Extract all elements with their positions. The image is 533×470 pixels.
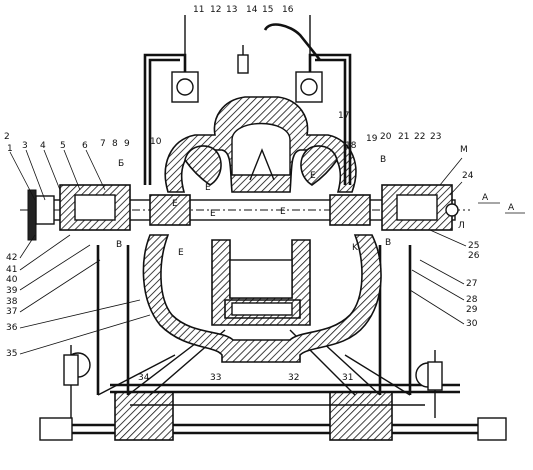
flow-label-2: Е <box>310 171 316 181</box>
section-K: K <box>352 243 359 253</box>
callout-40: 40 <box>6 275 18 285</box>
callout-2: 2 <box>4 132 10 142</box>
callout-10: 10 <box>150 137 162 147</box>
callout-1: 1 <box>7 144 13 154</box>
callout-13: 13 <box>226 5 237 15</box>
callout-5: 5 <box>60 141 66 151</box>
callout-22: 22 <box>414 132 425 142</box>
flow-labels: Е Е Е Е Е Е <box>172 171 316 258</box>
piping <box>143 15 352 185</box>
section-Л: Л <box>458 221 465 231</box>
callouts-bottom: 34 33 32 31 <box>138 373 353 383</box>
callout-41: 41 <box>6 265 17 275</box>
callout-17: 17 <box>338 111 349 121</box>
callout-15: 15 <box>262 5 273 15</box>
callout-31: 31 <box>342 373 353 383</box>
callout-27: 27 <box>466 279 477 289</box>
callout-28: 28 <box>466 295 478 305</box>
upper-volute-casing <box>164 96 357 193</box>
callout-20: 20 <box>380 132 392 142</box>
callout-26: 26 <box>468 251 480 261</box>
callout-23: 23 <box>430 132 441 142</box>
main-shaft <box>20 184 470 241</box>
callout-M: M <box>460 145 468 155</box>
lower-volute-casing <box>142 234 382 363</box>
callout-21: 21 <box>398 132 409 142</box>
flow-label-3: Е <box>172 199 178 209</box>
callouts-right: 18 19 20 21 22 23 M 24 25 26 27 28 29 30 <box>345 132 480 329</box>
callout-9: 9 <box>124 139 130 149</box>
callout-18: 18 <box>345 141 357 151</box>
base-frame <box>39 383 507 441</box>
callout-25: 25 <box>468 241 479 251</box>
callout-29: 29 <box>466 305 478 315</box>
callout-6: 6 <box>82 141 88 151</box>
callout-11: 11 <box>193 5 204 15</box>
callout-4: 4 <box>40 141 46 151</box>
section-B-low: B <box>385 238 391 248</box>
section-Б: Б <box>118 159 124 169</box>
callout-12: 12 <box>210 5 221 15</box>
section-A-right: A <box>508 203 515 213</box>
flow-label-4: Е <box>280 207 286 217</box>
callout-19: 19 <box>366 134 378 144</box>
section-В-left: В <box>116 240 122 250</box>
callout-37: 37 <box>6 307 17 317</box>
flow-label-1: Е <box>205 183 211 193</box>
callout-35: 35 <box>6 349 17 359</box>
callout-42: 42 <box>6 253 17 263</box>
callouts-top: 11 12 13 14 15 16 17 <box>193 5 349 121</box>
callout-39: 39 <box>6 286 18 296</box>
callout-24: 24 <box>462 171 474 181</box>
callout-32: 32 <box>288 373 299 383</box>
callout-7: 7 <box>100 139 106 149</box>
callout-16: 16 <box>282 5 294 15</box>
section-В-right: В <box>380 155 386 165</box>
callout-30: 30 <box>466 319 478 329</box>
callout-33: 33 <box>210 373 221 383</box>
section-letters: A A Б В В B K Л <box>116 155 525 253</box>
callouts-left: 2 1 3 4 5 6 7 8 9 10 42 41 40 39 38 37 3… <box>4 132 162 359</box>
callout-36: 36 <box>6 323 18 333</box>
callout-34: 34 <box>138 373 150 383</box>
flow-label-5: Е <box>178 248 184 258</box>
callout-3: 3 <box>22 141 28 151</box>
callout-14: 14 <box>246 5 258 15</box>
gauges <box>63 345 443 418</box>
callout-8: 8 <box>112 139 118 149</box>
flow-label-6: Е <box>210 209 216 219</box>
callout-38: 38 <box>6 297 18 307</box>
section-A-left: A <box>482 193 489 203</box>
